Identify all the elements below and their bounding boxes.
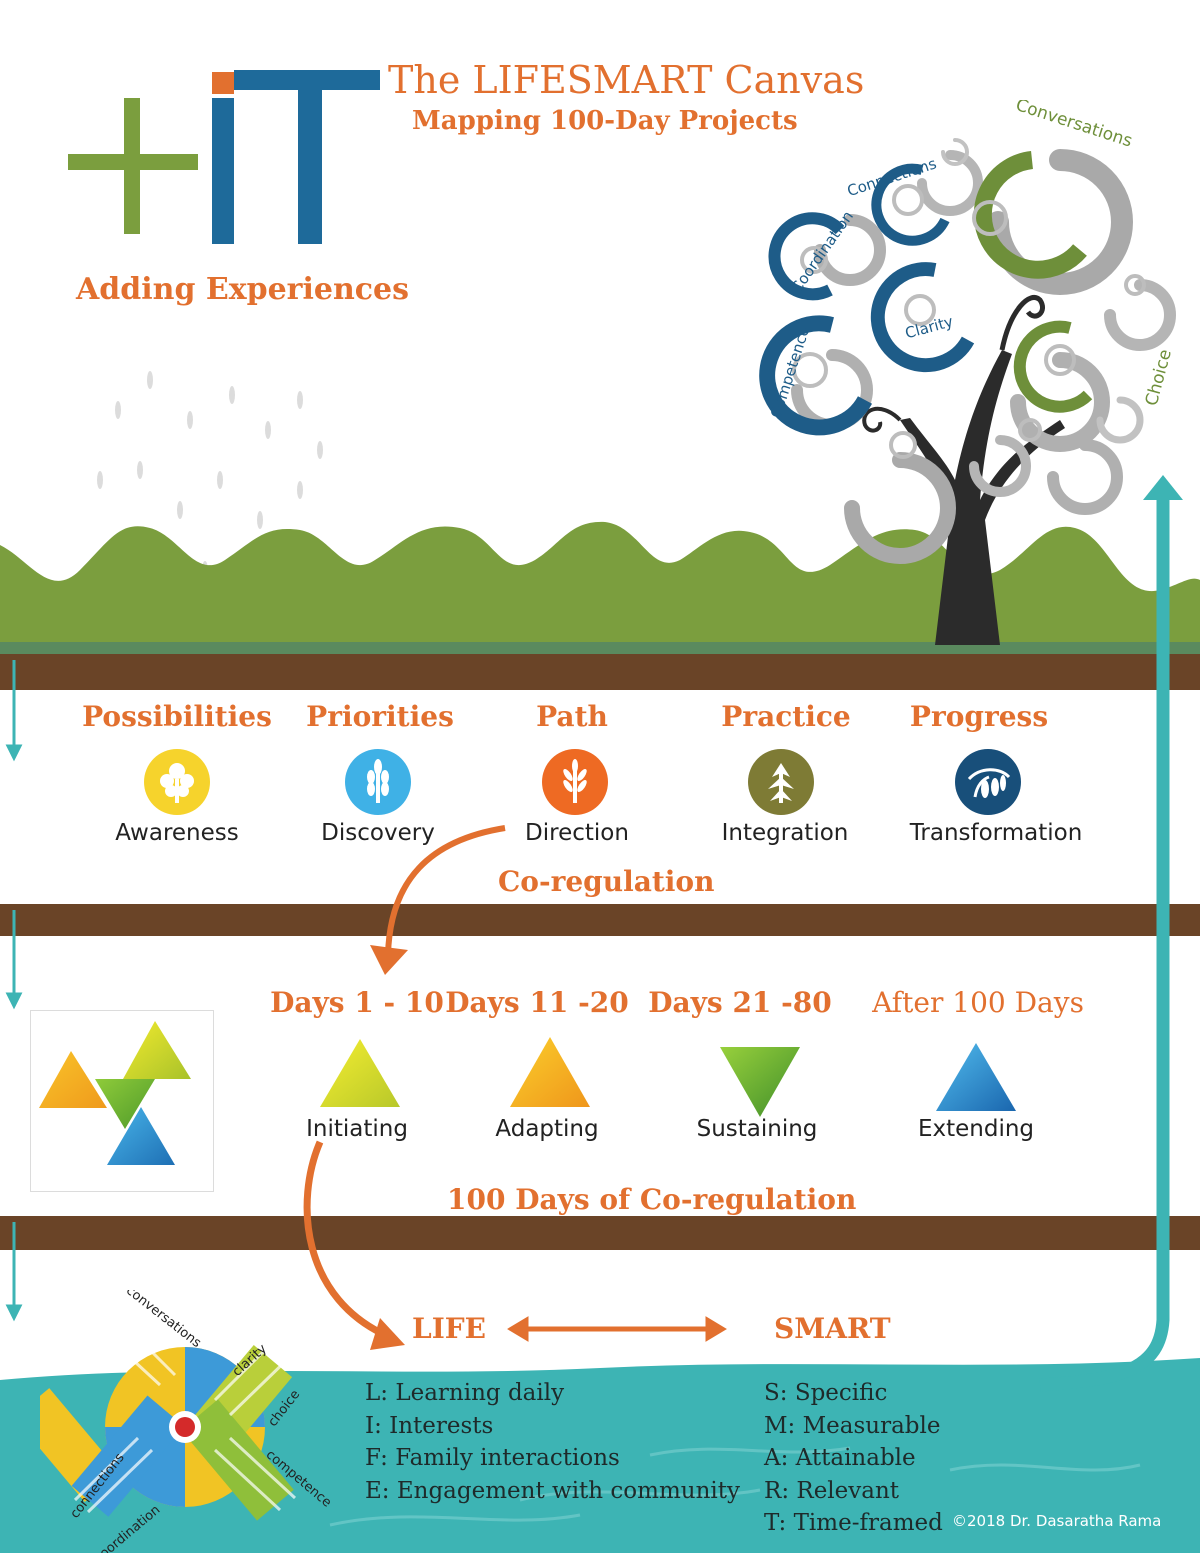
windmill-illustration: conversations clarity choice competence … <box>40 1290 334 1553</box>
stage-title-practice: Practice <box>721 700 851 733</box>
stage-word-integration: Integration <box>721 820 849 846</box>
smart-item-t: T: Time-framed <box>764 1510 943 1536</box>
stage-title-priorities: Priorities <box>306 700 454 733</box>
coregulation-label: Co-regulation <box>498 865 715 898</box>
phase-triangles <box>320 1037 1016 1117</box>
initiating-arrow <box>303 1140 394 1342</box>
wheat-icon <box>345 749 411 815</box>
phase-days-3: Days 21 -80 <box>648 986 832 1019</box>
adapting-triangle <box>510 1037 590 1107</box>
windmill-blades <box>40 1345 294 1521</box>
tagline: Adding Experiences <box>76 272 410 307</box>
windmill-label-conversations: conversations <box>123 1290 204 1351</box>
stage-word-awareness: Awareness <box>115 820 239 846</box>
flower-icon <box>144 749 210 815</box>
life-list: L: Learning daily I: Interests F: Family… <box>365 1377 740 1507</box>
smart-item-a: A: Attainable <box>764 1445 916 1471</box>
water <box>0 1358 1200 1553</box>
phase-days-2: Days 11 -20 <box>445 986 629 1019</box>
phase-word-initiating: Initiating <box>306 1116 408 1142</box>
initiating-triangle <box>320 1039 400 1107</box>
smart-item-s: S: Specific <box>764 1380 888 1406</box>
life-item-l: L: Learning daily <box>365 1380 565 1406</box>
smart-item-m: M: Measurable <box>764 1412 941 1439</box>
phase-word-sustaining: Sustaining <box>696 1116 818 1142</box>
life-item-f: F: Family interactions <box>365 1445 620 1471</box>
smart-item-r: R: Relevant <box>764 1477 900 1504</box>
copyright: ©2018 Dr. Dasaratha Rama <box>952 1512 1162 1530</box>
soil-band-2 <box>0 904 1200 936</box>
leaves-icon <box>748 749 814 815</box>
tree-label-choice: Choice <box>1142 347 1176 408</box>
soil-band-3 <box>0 1216 1200 1250</box>
tree-illustration: Conversations Connections Coordination C… <box>759 100 1176 645</box>
stage-title-possibilities: Possibilities <box>82 700 272 733</box>
sprout-icon <box>955 749 1021 815</box>
life-smart-arrow <box>507 1316 727 1342</box>
stage-title-path: Path <box>536 700 608 733</box>
return-arrow <box>1039 500 1170 1392</box>
grain-icon <box>542 749 608 815</box>
direction-arrow <box>385 825 506 956</box>
phase-days-4: After 100 Days <box>872 986 1084 1019</box>
smart-title: SMART <box>774 1312 891 1345</box>
smart-list: S: Specific M: Measurable A: Attainable … <box>764 1377 943 1540</box>
tree-label-conversations: Conversations <box>1013 100 1135 152</box>
page-subtitle: Mapping 100-Day Projects <box>412 106 798 136</box>
life-item-i: I: Interests <box>365 1412 494 1439</box>
stage-word-discovery: Discovery <box>321 820 435 846</box>
page-title: The LIFESMART Canvas <box>388 58 865 102</box>
soil-band-1 <box>0 654 1200 690</box>
extending-triangle <box>936 1043 1016 1111</box>
life-item-e: E: Engagement with community <box>365 1477 740 1504</box>
stage-word-direction: Direction <box>525 820 629 846</box>
triangles-figure <box>30 1010 214 1192</box>
logo <box>68 70 380 244</box>
stage-title-progress: Progress <box>909 700 1049 733</box>
phase-word-adapting: Adapting <box>495 1116 599 1142</box>
stage-word-transformation: Transformation <box>909 820 1083 846</box>
phase-days-1: Days 1 - 10 <box>270 986 444 1019</box>
hundred-days-label: 100 Days of Co-regulation <box>447 1183 857 1216</box>
descent-arrows <box>5 660 23 1322</box>
phase-word-extending: Extending <box>917 1116 1035 1142</box>
sustaining-triangle <box>720 1047 800 1117</box>
life-title: LIFE <box>412 1312 487 1345</box>
tree-label-clarity: Clarity <box>903 312 955 342</box>
